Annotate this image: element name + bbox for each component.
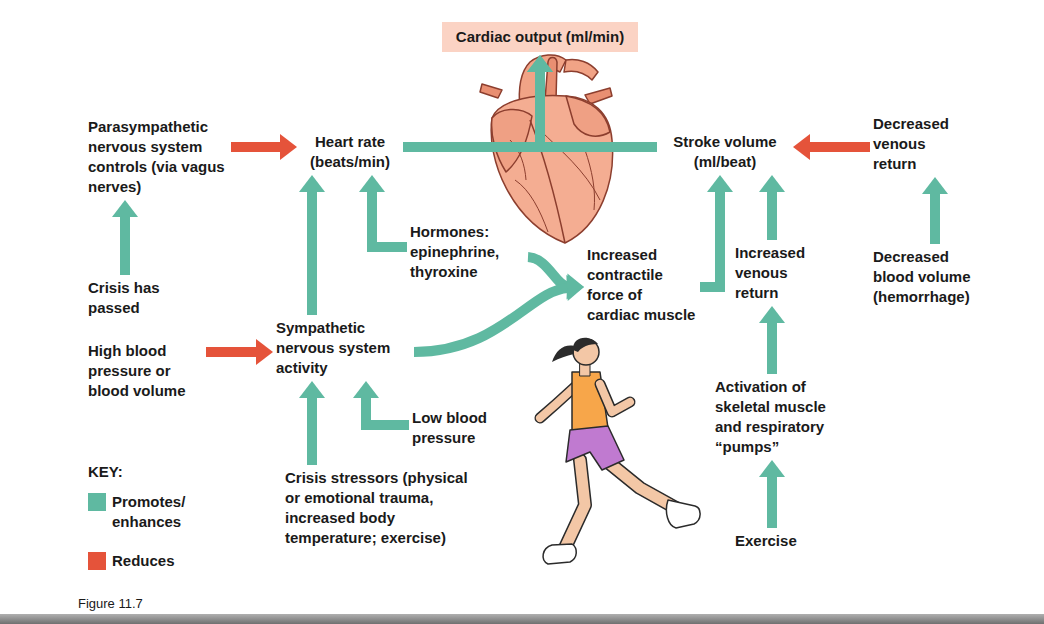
arrow-shaft (767, 191, 777, 240)
arrow-head (280, 134, 297, 160)
connector-arrow (299, 175, 325, 315)
connector-arrow (922, 177, 948, 244)
node-text: Activation of skeletal muscle and respir… (715, 377, 850, 457)
text-node: Stroke volume (ml/beat) (660, 132, 790, 172)
arrow-head (112, 200, 138, 217)
text-node: Activation of skeletal muscle and respir… (715, 377, 850, 457)
text-node: Decreased venous return (873, 114, 968, 174)
arrow-shaft (120, 216, 130, 275)
arrow-head (359, 175, 385, 192)
node-text: Increased venous return (735, 243, 825, 303)
arrow-head (759, 306, 785, 323)
connector-arrow (359, 175, 407, 247)
arrow-shaft (231, 142, 281, 152)
connector-arrow (759, 306, 785, 374)
connector-arrow (759, 460, 785, 528)
node-text: Decreased venous return (873, 114, 968, 174)
arrow-shaft (206, 347, 257, 357)
arrow-head (353, 381, 379, 398)
arrow-shaft (700, 191, 720, 287)
node-text: Heart rate (beats/min) (300, 132, 400, 172)
node-text: Sympathetic nervous system activity (276, 318, 411, 378)
text-node: Parasympathetic nervous system controls … (88, 117, 228, 197)
node-text: Increased contractile force of cardiac m… (587, 245, 697, 325)
arrow-head (299, 175, 325, 192)
node-text: Stroke volume (ml/beat) (660, 132, 790, 172)
arrow-shaft (366, 397, 409, 425)
arrow-shaft (540, 71, 657, 147)
arrow-head (759, 175, 785, 192)
figure-caption: Figure 11.7 (78, 596, 143, 612)
connector-arrow (414, 275, 584, 352)
output-box: Cardiac output (ml/min) (442, 22, 638, 52)
arrow-shaft (930, 193, 940, 244)
node-text: Crisis has passed (88, 278, 183, 318)
connector-arrow (793, 134, 870, 160)
node-text: Crisis stressors (physical or emotional … (285, 468, 471, 548)
connector-arrow (527, 55, 657, 147)
arrow-shaft (414, 288, 568, 352)
arrow-head (922, 177, 948, 194)
arrow-shaft (307, 397, 317, 465)
arrow-head (793, 134, 810, 160)
connector-arrow (700, 175, 733, 287)
text-node: Hormones: epinephrine, thyroxine (410, 222, 525, 282)
text-node: High blood pressure or blood volume (88, 341, 203, 401)
arrow-head (707, 175, 733, 192)
text-node: Crisis stressors (physical or emotional … (285, 468, 471, 548)
key-heading: KEY: (88, 462, 123, 482)
arrow-head (256, 339, 273, 365)
connector-arrow (112, 200, 138, 275)
legend-text: Reduces (112, 551, 202, 571)
text-node: Exercise (735, 531, 815, 551)
text-node: Increased venous return (735, 243, 825, 303)
arrow-shaft (809, 142, 870, 152)
arrow-shaft (767, 476, 777, 528)
node-text: Hormones: epinephrine, thyroxine (410, 222, 525, 282)
node-text: Parasympathetic nervous system controls … (88, 117, 228, 197)
connector-arrow (353, 381, 409, 425)
text-node: Crisis has passed (88, 278, 183, 318)
arrow-head (527, 55, 553, 72)
legend-swatch (88, 493, 106, 511)
legend-swatch (88, 552, 106, 570)
arrow-shaft (403, 71, 540, 147)
text-node: Low blood pressure (412, 408, 507, 448)
text-node: Decreased blood volume (hemorrhage) (873, 247, 991, 307)
arrow-head (527, 55, 553, 72)
arrow-shaft (307, 191, 317, 315)
connector-arrow (759, 175, 785, 240)
text-node: Increased contractile force of cardiac m… (587, 245, 697, 325)
text-node: Sympathetic nervous system activity (276, 318, 411, 378)
node-text: High blood pressure or blood volume (88, 341, 203, 401)
arrow-shaft (528, 257, 568, 286)
arrow-shaft (767, 322, 777, 374)
connector-arrow (299, 381, 325, 465)
node-text: Decreased blood volume (hemorrhage) (873, 247, 991, 307)
connector-arrow (206, 339, 273, 365)
legend-text: Promotes/ enhances (112, 492, 202, 532)
arrow-head (566, 275, 584, 301)
text-node: Heart rate (beats/min) (300, 132, 400, 172)
connector-arrow (231, 134, 297, 160)
arrow-head (759, 460, 785, 477)
node-text: Low blood pressure (412, 408, 507, 448)
node-text: Cardiac output (ml/min) (456, 27, 624, 47)
bottom-bar (0, 614, 1044, 624)
runner-illustration (540, 338, 700, 564)
node-text: Exercise (735, 531, 815, 551)
arrow-shaft (372, 191, 407, 247)
connector-arrow (403, 55, 553, 147)
arrow-head (299, 381, 325, 398)
